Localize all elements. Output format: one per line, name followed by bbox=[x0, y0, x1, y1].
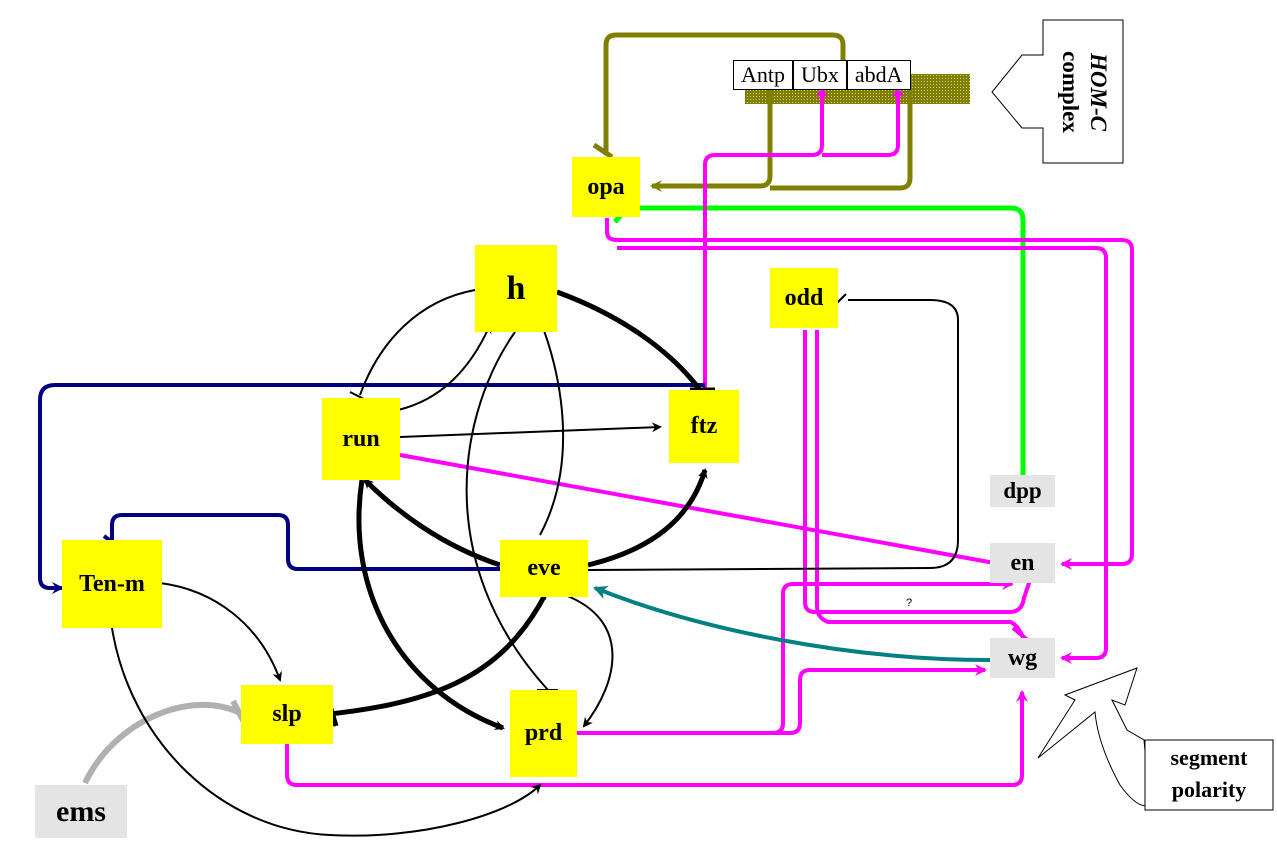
segment-polarity-line2: polarity bbox=[1171, 777, 1247, 802]
node-odd: odd bbox=[770, 268, 838, 328]
segment-polarity-label: segment polarity bbox=[1145, 742, 1273, 806]
node-dpp: dpp bbox=[990, 475, 1055, 507]
node-wg: wg bbox=[990, 638, 1055, 678]
hom-complex-label-line2: complex bbox=[1058, 51, 1083, 133]
gene-antp: Antp bbox=[733, 60, 793, 90]
gray-edge-ems-slp bbox=[82, 701, 240, 785]
node-ftz: ftz bbox=[669, 390, 739, 463]
node-ten-m: Ten-m bbox=[62, 540, 162, 628]
node-eve: eve bbox=[500, 540, 588, 597]
gene-ubx: Ubx bbox=[793, 60, 847, 90]
node-slp: slp bbox=[241, 685, 333, 744]
node-en: en bbox=[990, 543, 1055, 583]
magenta-edges bbox=[285, 86, 1134, 787]
segment-polarity-callout bbox=[1037, 667, 1151, 807]
node-run: run bbox=[322, 398, 400, 480]
node-ems: ems bbox=[35, 785, 127, 838]
segment-polarity-box bbox=[1144, 739, 1274, 811]
segment-polarity-line1: segment bbox=[1170, 745, 1248, 770]
olive-edges bbox=[592, 32, 913, 192]
node-h: h bbox=[475, 245, 557, 332]
hom-complex-label-line1: HOM-C bbox=[1086, 53, 1111, 131]
unknown-interaction-label: ? bbox=[906, 597, 913, 609]
node-prd: prd bbox=[510, 690, 577, 777]
hom-complex-genes: Antp Ubx abdA bbox=[733, 60, 911, 90]
node-opa: opa bbox=[572, 157, 640, 217]
gene-abda: abdA bbox=[846, 60, 911, 90]
teal-edge-wg-eve bbox=[593, 585, 991, 662]
hom-complex-callout bbox=[991, 19, 1124, 164]
hom-complex-label: HOM-C complex bbox=[1052, 22, 1112, 162]
